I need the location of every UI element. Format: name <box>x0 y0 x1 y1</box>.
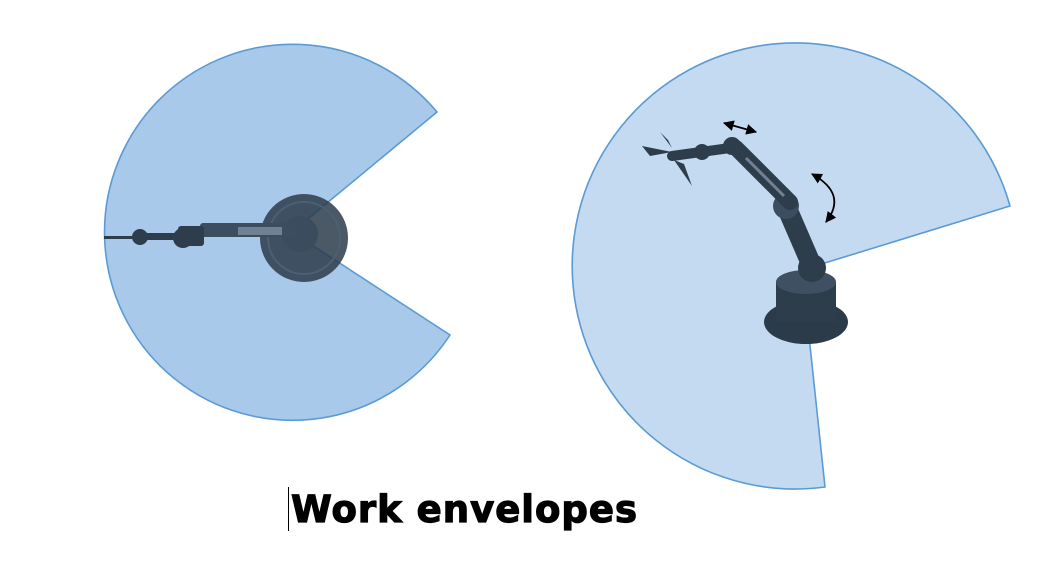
caption-block: Work envelopes <box>288 486 638 532</box>
figure-caption: Work envelopes <box>290 487 638 531</box>
robot-gripper-jaw-lower <box>674 160 692 186</box>
side-view-group <box>571 42 1011 490</box>
robot-forearm-link <box>238 227 282 235</box>
robot-gripper-hub <box>694 144 710 160</box>
side-view-robot-arm <box>642 132 848 344</box>
robot-forearm-detail <box>744 156 786 198</box>
curved-double-arrow-icon <box>811 173 837 223</box>
robot-base-ring <box>267 201 341 275</box>
top-view-robot-arm <box>104 194 348 282</box>
robot-gripper-jaw-upper <box>642 146 672 156</box>
side-view-envelope-sector <box>571 42 1011 490</box>
top-view-group <box>103 43 452 422</box>
robot-gripper-finger <box>104 236 144 239</box>
robot-gripper-tip <box>660 132 672 148</box>
robot-wrist-rod <box>140 233 184 240</box>
double-arrow-icon <box>722 120 758 135</box>
text-cursor-icon <box>288 487 289 531</box>
